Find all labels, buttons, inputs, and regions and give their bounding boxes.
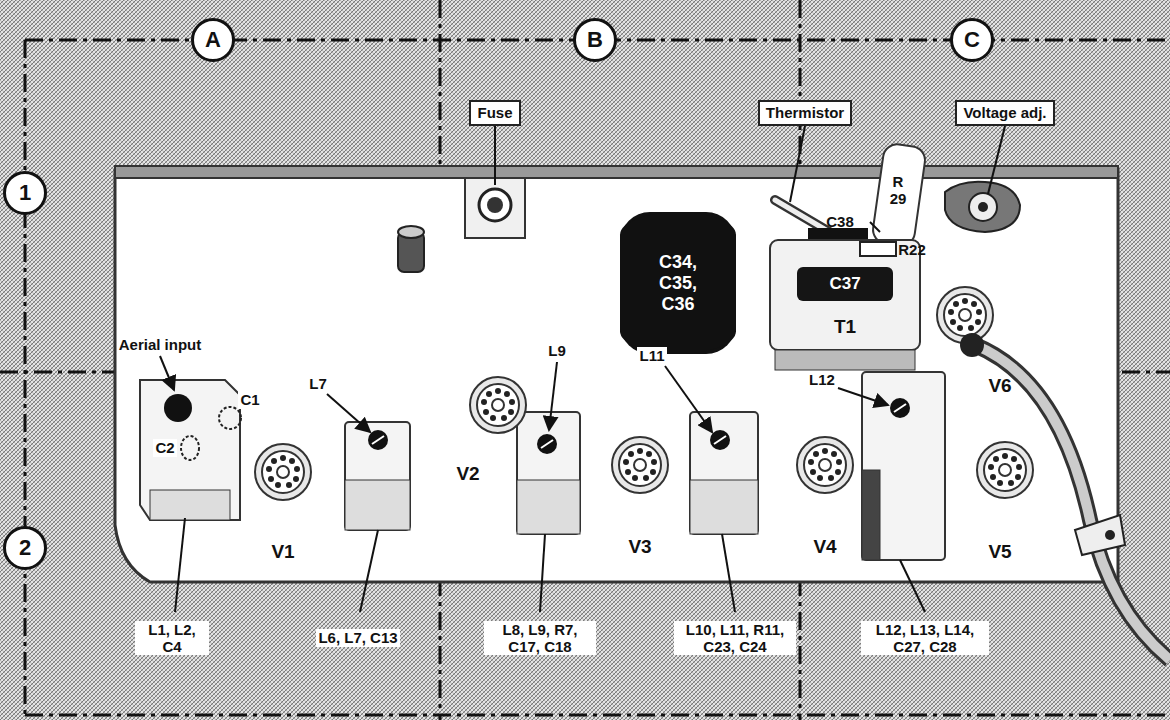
callout-label: R 29 bbox=[886, 173, 910, 208]
grid-reference: A bbox=[191, 18, 235, 62]
grid-reference: 2 bbox=[3, 526, 47, 570]
component-label: C37 bbox=[829, 274, 860, 294]
component-list: L10, L11, R11, C23, C24 bbox=[674, 621, 796, 656]
callout-label: Thermistor bbox=[758, 100, 852, 125]
callout-label: V1 bbox=[271, 541, 294, 563]
component-label: 2 bbox=[19, 535, 31, 561]
grid-reference: 1 bbox=[3, 171, 47, 215]
capacitor-body: C37 bbox=[797, 267, 893, 301]
component-label: 1 bbox=[19, 180, 31, 206]
component-list: L6, L7, C13 bbox=[316, 629, 400, 646]
callout-label: V2 bbox=[456, 463, 479, 485]
callout-label: L11 bbox=[637, 347, 666, 364]
component-label: C34, C35, C36 bbox=[648, 252, 708, 315]
callout-label: V5 bbox=[988, 541, 1011, 563]
callout-label: Fuse bbox=[469, 100, 520, 125]
callout-label: L7 bbox=[307, 375, 329, 392]
callout-label: Voltage adj. bbox=[955, 100, 1054, 125]
component-list: L8, L9, R7, C17, C18 bbox=[484, 621, 596, 656]
component-label: A bbox=[205, 27, 221, 53]
component-list: L12, L13, L14, C27, C28 bbox=[861, 621, 989, 656]
callout-label: V4 bbox=[813, 536, 836, 558]
component-label: C bbox=[964, 27, 980, 53]
callout-label: L9 bbox=[546, 342, 568, 359]
callout-label: Aerial input bbox=[117, 336, 204, 353]
callout-label: T1 bbox=[834, 316, 856, 338]
grid-reference: B bbox=[573, 18, 617, 62]
capacitor-body: C34, C35, C36 bbox=[620, 212, 736, 354]
callout-label: R22 bbox=[898, 241, 926, 258]
component-label: B bbox=[587, 27, 603, 53]
callout-label: V6 bbox=[988, 375, 1011, 397]
callout-label: V3 bbox=[628, 536, 651, 558]
grid-reference: C bbox=[950, 18, 994, 62]
component-list: L1, L2, C4 bbox=[135, 621, 209, 656]
callout-label: L12 bbox=[807, 371, 837, 388]
callout-label: C2 bbox=[153, 439, 176, 456]
callout-label: C38 bbox=[826, 213, 854, 230]
callout-label: C1 bbox=[238, 391, 261, 408]
